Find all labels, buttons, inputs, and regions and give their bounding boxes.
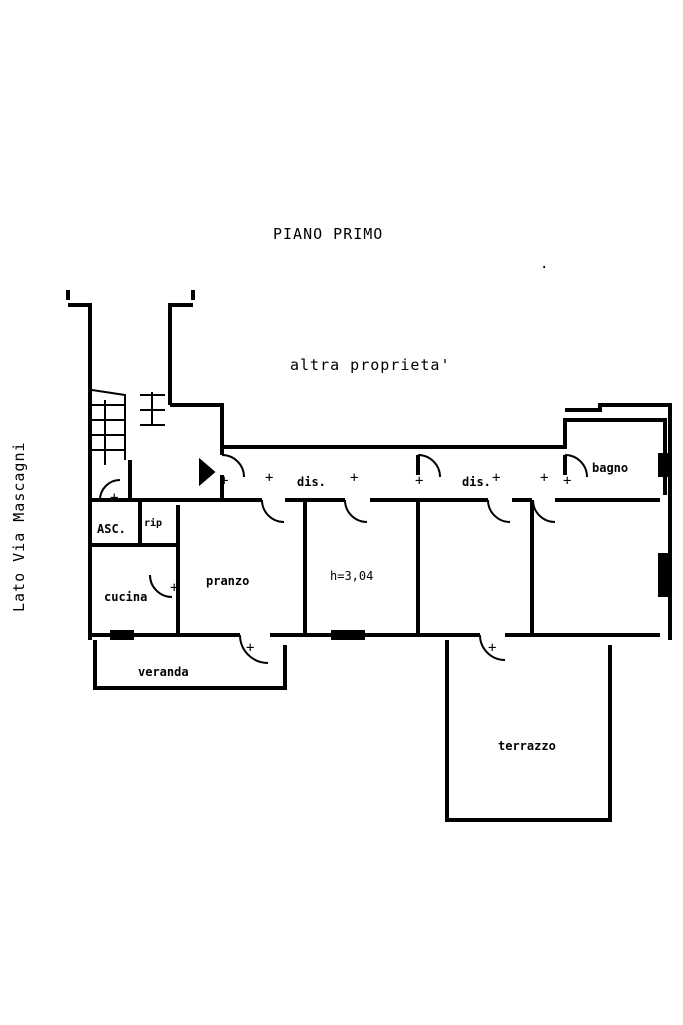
window <box>331 630 365 640</box>
room-height-label: h=3,04 <box>330 569 374 583</box>
door-marker: + <box>488 640 496 656</box>
entry-arrow-icon <box>199 457 216 487</box>
room-label-kitchen: cucina <box>104 590 148 604</box>
door-swing <box>532 499 556 523</box>
room-label-storage: rip <box>144 518 163 529</box>
room-label-veranda: veranda <box>138 665 189 679</box>
door-swing <box>344 499 368 523</box>
door-swing <box>487 499 511 523</box>
door-marker: + <box>350 470 358 486</box>
terrace-wall <box>445 640 612 822</box>
corridor-wall <box>222 403 672 640</box>
door-marker: + <box>492 470 500 486</box>
stair-entry-wall <box>66 290 195 325</box>
door-swing <box>149 574 173 598</box>
neighbour-label: altra proprieta' <box>290 356 451 374</box>
door-marker: + <box>170 580 178 596</box>
room-label-corridor-1: dis. <box>297 475 326 489</box>
veranda-wall <box>93 640 287 690</box>
window <box>110 630 134 640</box>
door-swing <box>261 499 285 523</box>
door-marker: + <box>540 470 548 486</box>
corridor-divider <box>416 455 567 475</box>
hall-wall <box>128 403 224 502</box>
side-label: Lato Via Mascagni <box>10 441 28 612</box>
door-swing <box>221 454 245 478</box>
door-swing <box>239 634 269 664</box>
door-marker: + <box>265 470 273 486</box>
room-dividers <box>92 500 534 635</box>
window <box>658 553 670 597</box>
room-label-dining: pranzo <box>206 574 250 588</box>
door-marker: + <box>415 473 423 489</box>
door-swing <box>479 634 506 661</box>
door-swing <box>564 454 588 478</box>
plan-title: PIANO PRIMO <box>273 225 384 243</box>
room-label-bathroom: bagno <box>592 461 629 475</box>
dot: · <box>540 260 548 276</box>
door-marker: + <box>246 640 254 656</box>
left-outer-wall <box>88 325 172 640</box>
room-label-corridor-2: dis. <box>462 475 491 489</box>
window <box>658 453 670 477</box>
door-marker: + <box>563 473 571 489</box>
door-swing <box>417 454 441 478</box>
stair <box>91 389 165 465</box>
room-label-elevator: ASC. <box>97 522 126 536</box>
room-label-terrace: terrazzo <box>498 739 556 753</box>
door-marker: + <box>110 490 118 506</box>
door-marker: + <box>220 473 228 489</box>
door-swing <box>99 479 121 501</box>
